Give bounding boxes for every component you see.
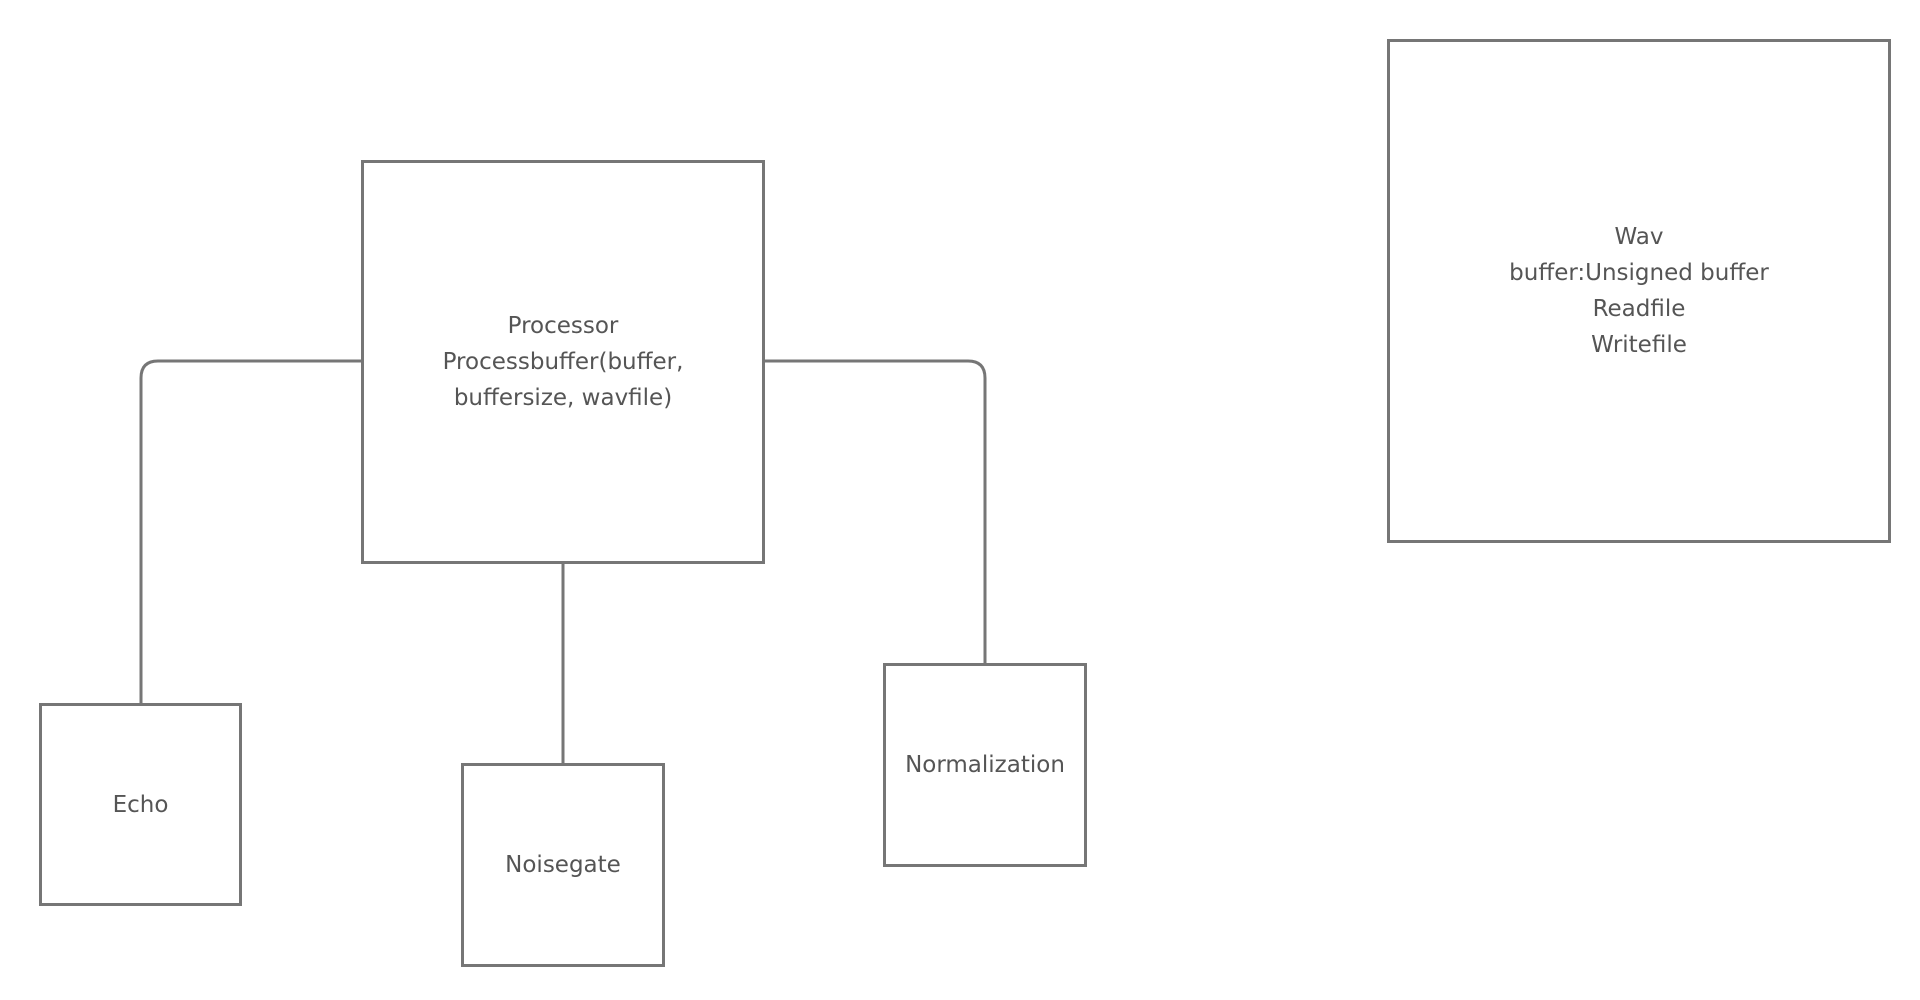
noisegate-node[interactable]: Noisegate	[461, 763, 665, 967]
edge-processor-echo	[139, 359, 361, 703]
noisegate-label: Noisegate	[505, 852, 621, 878]
normalization-node[interactable]: Normalization	[883, 663, 1087, 867]
normalization-label: Normalization	[905, 752, 1065, 778]
processor-method-line-2: buffersize, wavfile)	[453, 385, 673, 411]
processor-title: Processor	[507, 313, 619, 339]
processor-method-line-1: Processbuffer(buffer,	[442, 349, 684, 375]
wav-title: Wav	[1614, 224, 1664, 250]
wav-readfile-method: Readfile	[1592, 296, 1686, 322]
edge-processor-normalization	[765, 359, 987, 663]
processor-node[interactable]: Processor Processbuffer(buffer, buffersi…	[361, 160, 765, 564]
wav-writefile-method: Writefile	[1591, 332, 1687, 358]
echo-node[interactable]: Echo	[39, 703, 242, 906]
wav-buffer-attribute: buffer:Unsigned buffer	[1509, 260, 1769, 286]
echo-label: Echo	[112, 791, 169, 818]
wav-node[interactable]: Wav buffer:Unsigned buffer Readfile Writ…	[1387, 39, 1891, 543]
